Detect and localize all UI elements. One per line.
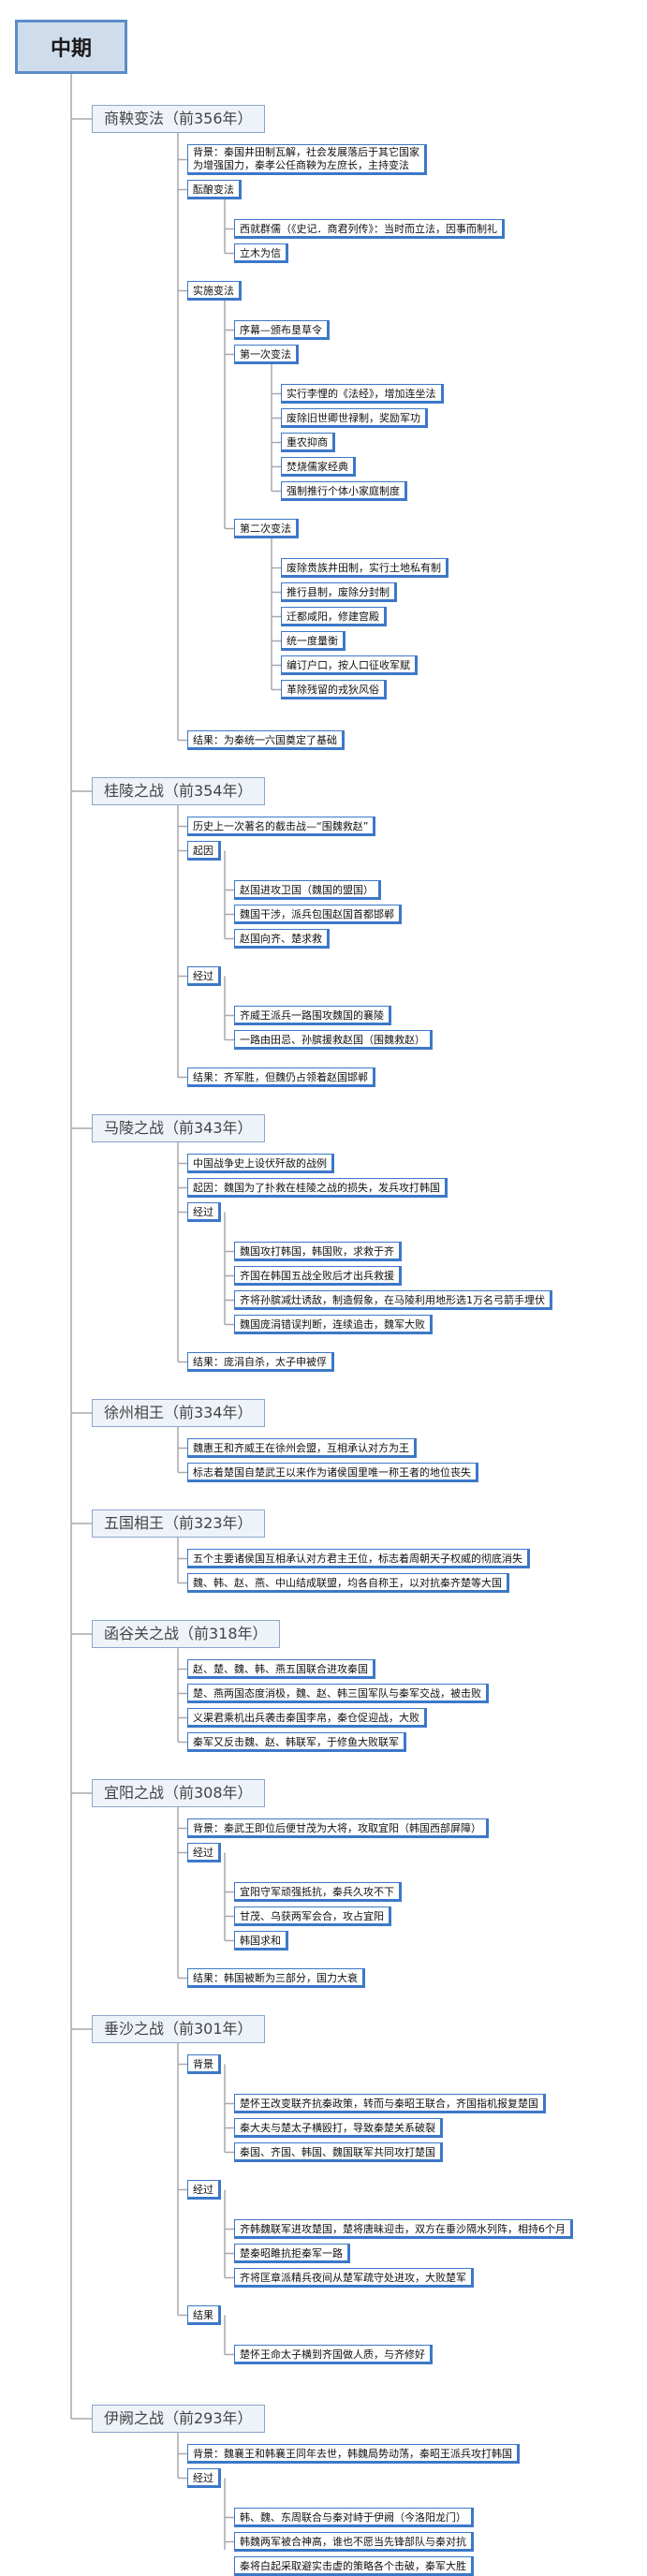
node-depth-2[interactable]: 酝酿变法 — [187, 180, 242, 199]
node-depth-4[interactable]: 焚烧儒家经典 — [281, 457, 356, 477]
section-node[interactable]: 商鞅变法（前356年） — [92, 105, 265, 133]
section-node[interactable]: 徐州相王（前334年） — [92, 1399, 265, 1427]
node-depth-3[interactable]: 西就群儒（《史记．商君列传》：当时而立法，因事而制礼 — [234, 219, 505, 239]
node-depth-3[interactable]: 立木为信 — [234, 243, 288, 263]
section-node[interactable]: 伊阙之战（前293年） — [92, 2405, 265, 2433]
node-depth-3[interactable]: 韩国求和 — [234, 1931, 288, 1950]
node-depth-2[interactable]: 魏、韩、赵、燕、中山结成联盟，均各自称王，以对抗秦齐楚等大国 — [187, 1573, 509, 1593]
section-node[interactable]: 函谷关之战（前318年） — [92, 1620, 280, 1648]
node-text-line: 背景：秦国井田制瓦解，社会发展落后于其它国家 — [193, 146, 419, 158]
node-depth-4[interactable]: 重农抑商 — [281, 433, 335, 452]
node-depth-2[interactable]: 结果：为秦统一六国奠定了基础 — [187, 730, 345, 750]
node-depth-2[interactable]: 经过 — [187, 1843, 221, 1862]
node-depth-4[interactable]: 强制推行个体小家庭制度 — [281, 481, 407, 501]
node-depth-3[interactable]: 齐将孙膑减灶诱敌，制造假象，在马陵利用地形选1万名弓箭手埋伏 — [234, 1290, 552, 1310]
node-depth-3[interactable]: 齐威王派兵一路围攻魏国的襄陵 — [234, 1006, 391, 1025]
root-title: 中期 — [50, 37, 92, 61]
node-depth-2[interactable]: 经过 — [187, 1202, 221, 1222]
node-depth-2[interactable]: 历史上一次著名的截击战—“围魏救赵” — [187, 817, 376, 836]
node-depth-3[interactable]: 韩、魏、东周联合与秦对峙于伊阙（今洛阳龙门） — [234, 2508, 474, 2527]
section-node[interactable]: 垂沙之战（前301年） — [92, 2015, 265, 2043]
node-depth-3[interactable]: 赵国向齐、楚求救 — [234, 929, 330, 949]
node-depth-3[interactable]: 齐韩魏联军进攻楚国，楚将唐昧迎击，双方在垂沙隔水列阵，相持6个月 — [234, 2219, 573, 2239]
node-depth-3[interactable]: 甘茂、乌获两军会合，攻占宜阳 — [234, 1906, 391, 1926]
node-depth-2[interactable]: 中国战争史上设伏歼敌的战例 — [187, 1154, 334, 1173]
node-depth-2[interactable]: 楚、燕两国态度消极，魏、赵、韩三国军队与秦军交战，被击败 — [187, 1684, 489, 1703]
node-depth-2[interactable]: 背景 — [187, 2054, 221, 2074]
node-depth-2[interactable]: 结果 — [187, 2305, 221, 2325]
node-depth-3[interactable]: 秦国、齐国、韩国、魏国联军共同攻打楚国 — [234, 2142, 443, 2162]
node-depth-3[interactable]: 魏国攻打韩国，韩国败，求救于齐 — [234, 1242, 402, 1261]
node-depth-2[interactable]: 义渠君乘机出兵袭击秦国李帛，秦仓促迎战，大败 — [187, 1708, 427, 1728]
node-depth-2[interactable]: 背景：魏襄王和韩襄王同年去世，韩魏局势动荡，秦昭王派兵攻打韩国 — [187, 2444, 520, 2464]
node-depth-2[interactable]: 背景：秦武王即位后便甘茂为大将，攻取宜阳（韩国西部屏障） — [187, 1818, 489, 1838]
node-depth-3[interactable]: 秦大夫与楚太子横殴打，导致秦楚关系破裂 — [234, 2118, 443, 2138]
node-depth-2[interactable]: 结果：庞涓自杀，太子申被俘 — [187, 1352, 334, 1372]
node-depth-3[interactable]: 楚怀王改变联齐抗秦政策，转而与秦昭王联合，齐国指机报复楚国 — [234, 2094, 546, 2113]
node-depth-3[interactable]: 魏国干涉，派兵包围赵国首都邯郸 — [234, 905, 402, 924]
node-depth-2[interactable]: 结果：韩国被断为三部分，国力大衰 — [187, 1968, 365, 1988]
node-depth-3[interactable]: 宜阳守军顽强抵抗，秦兵久攻不下 — [234, 1882, 402, 1902]
node-depth-2[interactable]: 起因 — [187, 841, 221, 861]
node-depth-4[interactable]: 统一度量衡 — [281, 631, 346, 651]
node-depth-2[interactable]: 经过 — [187, 966, 221, 986]
node-depth-3[interactable]: 楚怀王命太子横到齐国做人质，与齐修好 — [234, 2345, 433, 2364]
node-depth-2[interactable]: 标志着楚国自楚武王以来作为诸侯国里唯一称王者的地位丧失 — [187, 1463, 478, 1482]
node-depth-2[interactable]: 五个主要诸侯国互相承认对方君主王位，标志着周朝天子权威的彻底消失 — [187, 1549, 530, 1568]
node-depth-3[interactable]: 韩魏两军被合神高，谁也不愿当先锋部队与秦对抗 — [234, 2532, 474, 2552]
section-node[interactable]: 五国相王（前323年） — [92, 1509, 265, 1538]
node-depth-3[interactable]: 秦将白起采取避实击虚的策略各个击破，秦军大胜 — [234, 2556, 474, 2576]
node-depth-3[interactable]: 赵国进攻卫国（魏国的盟国） — [234, 880, 381, 900]
section-node[interactable]: 宜阳之战（前308年） — [92, 1779, 265, 1807]
node-depth-3[interactable]: 第二次变法 — [234, 519, 299, 538]
node-depth-4[interactable]: 推行县制，废除分封制 — [281, 582, 397, 602]
node-depth-2[interactable]: 秦军又反击魏、赵、韩联军，于修鱼大败联军 — [187, 1732, 406, 1752]
node-depth-2[interactable]: 经过 — [187, 2468, 221, 2488]
node-depth-3[interactable]: 一路由田忌、孙膑援救赵国（围魏救赵） — [234, 1030, 433, 1050]
node-depth-2[interactable]: 赵、楚、魏、韩、燕五国联合进攻秦国 — [187, 1659, 375, 1679]
node-depth-4[interactable]: 编订户口，按人口征收军赋 — [281, 655, 418, 675]
node-depth-3[interactable]: 齐将匡章派精兵夜间从楚军疏守处进攻，大败楚军 — [234, 2268, 474, 2288]
section-node[interactable]: 马陵之战（前343年） — [92, 1114, 265, 1142]
section-node[interactable]: 桂陵之战（前354年） — [92, 777, 265, 805]
node-depth-2[interactable]: 经过 — [187, 2180, 221, 2200]
node-depth-4[interactable]: 废除旧世卿世禄制，奖励军功 — [281, 408, 428, 428]
node-depth-3[interactable]: 魏国庞涓错误判断，连续追击，魏军大败 — [234, 1315, 433, 1334]
node-depth-4[interactable]: 革除残留的戎狄风俗 — [281, 680, 387, 699]
root-node[interactable]: 中期 — [15, 20, 127, 74]
node-depth-2[interactable]: 魏惠王和齐威王在徐州会盟，互相承认对方为王 — [187, 1438, 417, 1458]
node-depth-4[interactable]: 迁都咸阳，修建宫殿 — [281, 607, 387, 626]
node-depth-2[interactable]: 起因：魏国为了扑救在桂陵之战的损失，发兵攻打韩国 — [187, 1178, 448, 1198]
node-depth-2[interactable]: 背景：秦国井田制瓦解，社会发展落后于其它国家为增强国力，秦孝公任商鞅为左庶长，主… — [187, 144, 427, 175]
node-depth-3[interactable]: 序幕—颁布垦草令 — [234, 320, 330, 340]
node-text-line: 为增强国力，秦孝公任商鞅为左庶长，主持变法 — [193, 159, 409, 171]
node-depth-3[interactable]: 楚秦昭雎抗拒秦军一路 — [234, 2244, 350, 2263]
node-depth-4[interactable]: 废除贵族井田制，实行土地私有制 — [281, 558, 448, 578]
node-depth-3[interactable]: 第一次变法 — [234, 345, 299, 364]
node-depth-3[interactable]: 齐国在韩国五战全败后才出兵救援 — [234, 1266, 402, 1286]
node-depth-4[interactable]: 实行李悝的《法经》，增加连坐法 — [281, 384, 444, 404]
node-depth-2[interactable]: 实施变法 — [187, 281, 242, 301]
node-depth-2[interactable]: 结果：齐军胜，但魏仍占领着赵国邯郸 — [187, 1067, 375, 1087]
